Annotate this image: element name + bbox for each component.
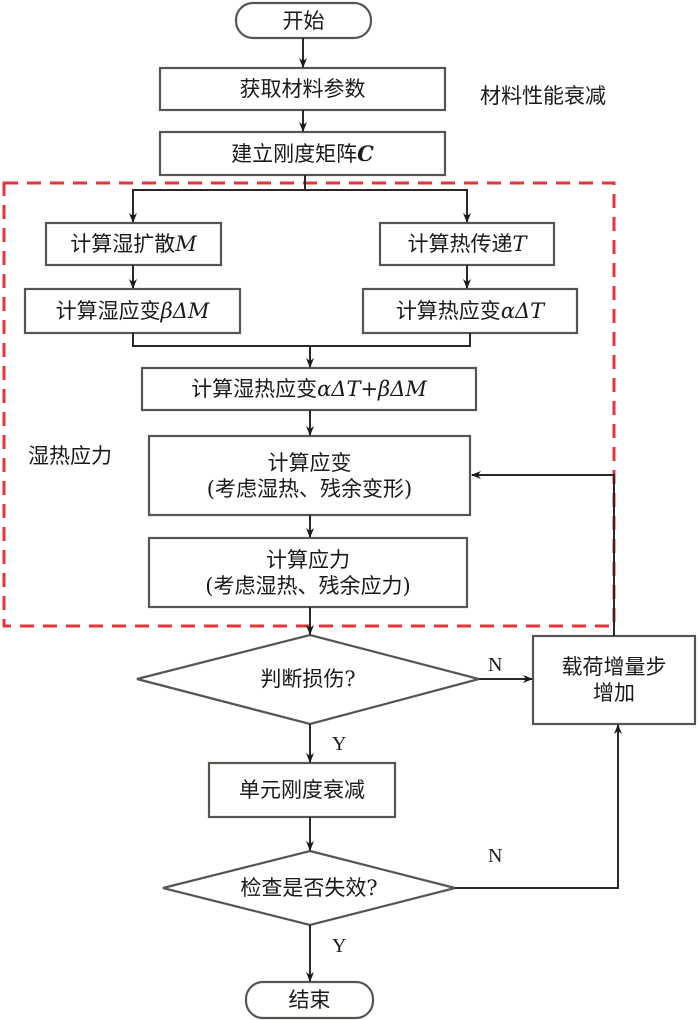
calc-stress-line2: (考虑湿热、残余应力) — [205, 573, 411, 598]
stiffness-text: 建立刚度矩阵 — [231, 141, 358, 166]
stiffness-symbol: C — [357, 140, 374, 166]
calc-strain-label: 计算应变 (考虑湿热、残余变形) — [149, 436, 470, 515]
calc-strain-line1: 计算应变 — [267, 450, 352, 475]
stiffness-box — [158, 130, 447, 177]
edge-split-bar — [132, 189, 468, 222]
edge-failure-no — [455, 724, 622, 889]
failure-yes-label: Y — [332, 935, 347, 957]
failure-no-label: N — [488, 845, 503, 867]
calc-stress-label: 计算应力 (考虑湿热、残余应力) — [149, 538, 467, 607]
calc-strain-box — [147, 434, 472, 517]
end-label: 结束 — [288, 988, 331, 1012]
end-terminal — [244, 980, 375, 1020]
hygrothermal-strain-symbol: αΔT+βΔM — [317, 377, 427, 401]
hygrothermal-strain-box — [140, 366, 478, 412]
get-params-label: 获取材料参数 — [239, 77, 366, 101]
damage-no-label: N — [488, 654, 503, 676]
moisture-strain-symbol: βΔM — [160, 299, 210, 323]
load-increment-line2: 增加 — [593, 681, 635, 705]
get-params-box — [158, 66, 447, 112]
damage-yes-label: Y — [332, 733, 347, 755]
moisture-diff-text: 计算湿扩散 — [70, 232, 176, 256]
stiffness-degrade-box — [207, 761, 397, 819]
moisture-diff-box — [44, 221, 223, 267]
thermal-strain-text: 计算热应变 — [395, 299, 501, 323]
calc-stress-line1: 计算应力 — [266, 547, 350, 572]
material-degradation-annotation: 材料性能衰减 — [480, 84, 606, 108]
calc-strain-line2: (考虑湿热、残余变形) — [206, 476, 413, 501]
heat-transfer-symbol: T — [512, 232, 527, 256]
moisture-diff-symbol: M — [175, 232, 197, 256]
calc-stress-box — [147, 536, 469, 609]
heat-transfer-text: 计算热传递 — [407, 232, 513, 256]
damage-check-label: 判断损伤? — [260, 667, 356, 691]
edge-merge-bar — [132, 333, 471, 347]
thermal-strain-box — [361, 287, 579, 335]
moisture-strain-box — [23, 287, 242, 335]
moisture-strain-text: 计算湿应变 — [55, 299, 161, 323]
failure-check-label: 检查是否失效? — [240, 876, 378, 900]
hygrothermal-stress-annotation: 湿热应力 — [28, 444, 112, 468]
thermal-strain-symbol: αΔT — [500, 299, 545, 323]
edge-increment-loop — [471, 471, 615, 636]
start-label: 开始 — [282, 8, 325, 33]
load-increment-label: 载荷增量步 增加 — [533, 636, 695, 724]
load-increment-line1: 载荷增量步 — [561, 655, 667, 679]
stiffness-degrade-label: 单元刚度衰减 — [239, 778, 365, 802]
hygrothermal-strain-text: 计算湿热应变 — [191, 377, 318, 401]
